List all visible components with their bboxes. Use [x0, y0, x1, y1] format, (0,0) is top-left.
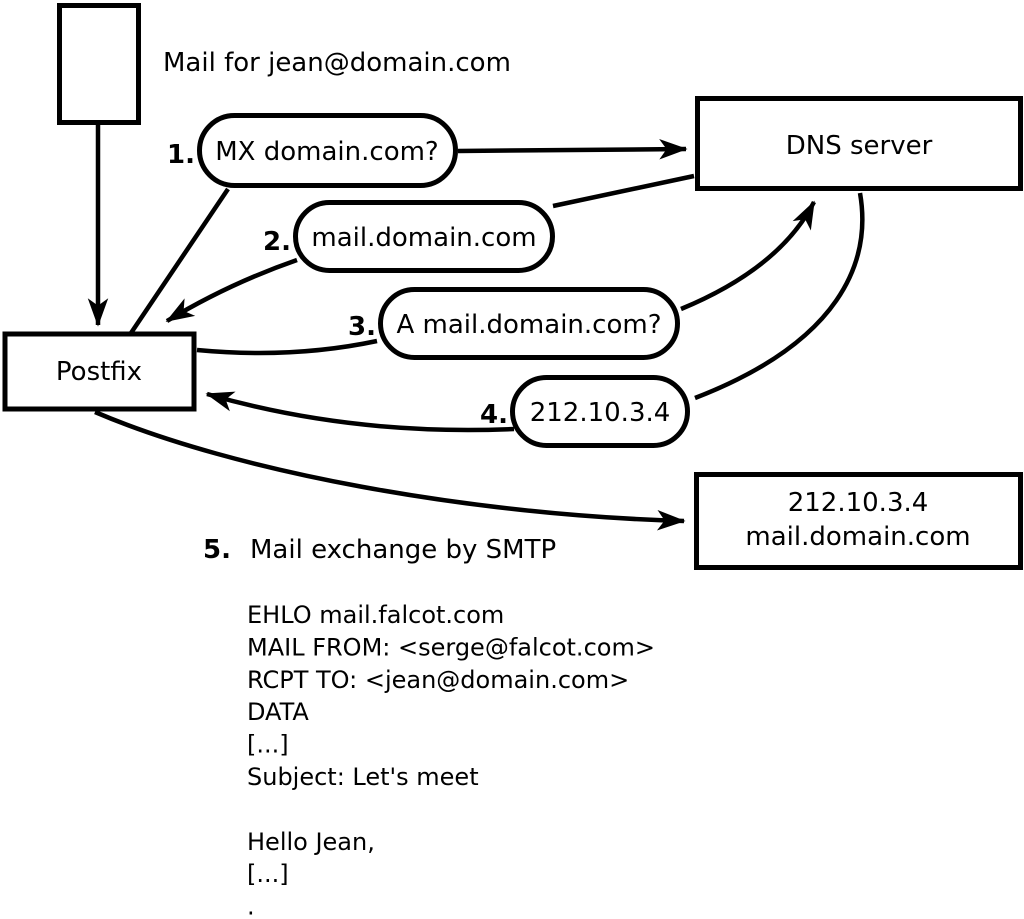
step3-number: 3. [348, 312, 376, 342]
step2-reply-mx: 2. mail.domain.com [263, 200, 555, 273]
dns-server-box [695, 96, 1023, 191]
step1-query-mx: 1. MX domain.com? [167, 113, 458, 188]
smtp-line: [...] [247, 860, 289, 888]
smtp-line: RCPT TO: <jean@domain.com> [247, 666, 629, 694]
dns-server-node: DNS server [695, 96, 1023, 191]
smtp-line: MAIL FROM: <serge@falcot.com> [247, 633, 655, 661]
smtp-session-listing: EHLO mail.falcot.com MAIL FROM: <serge@f… [247, 601, 655, 919]
line-postfix-to-query1 [129, 187, 230, 335]
line-dns-to-reply4 [694, 192, 865, 401]
step5-smtp-exchange: 5. Mail exchange by SMTP [203, 535, 556, 565]
mail-server-hostname: mail.domain.com [745, 522, 970, 552]
step5-number: 5. [203, 535, 231, 565]
smtp-line: Subject: Let's meet [247, 763, 479, 791]
step1-pill [197, 113, 458, 188]
step3-label: A mail.domain.com? [397, 310, 662, 340]
smtp-line: [...] [247, 731, 289, 759]
arrow-query3-to-dns [680, 200, 816, 312]
mail-server-node: 212.10.3.4 mail.domain.com [694, 472, 1023, 570]
mail-server-ip: 212.10.3.4 [788, 488, 929, 518]
step3-query-a: 3. A mail.domain.com? [348, 287, 680, 360]
step4-pill [510, 375, 690, 448]
line-dns-to-reply2 [552, 173, 695, 209]
line-postfix-to-query3 [196, 338, 378, 356]
smtp-line: DATA [247, 698, 309, 726]
step2-pill [293, 200, 555, 273]
mail-message-box [57, 3, 141, 125]
arrow-smtp-to-mailserver [94, 409, 686, 531]
step2-number: 2. [263, 227, 291, 257]
dns-server-label: DNS server [786, 131, 933, 161]
smtp-line: . [247, 893, 255, 919]
step1-label: MX domain.com? [215, 137, 438, 167]
smtp-line: Hello Jean, [247, 828, 375, 856]
diagram-title: Mail for jean@domain.com [163, 48, 511, 78]
connectors [87, 125, 865, 531]
step4-label: 212.10.3.4 [530, 398, 671, 428]
step2-label: mail.domain.com [311, 223, 536, 253]
arrow-reply2-to-postfix [165, 257, 298, 323]
postfix-label: Postfix [56, 357, 142, 387]
step4-number: 4. [480, 400, 508, 430]
step4-reply-a: 4. 212.10.3.4 [480, 375, 690, 448]
postfix-node: Postfix [2, 331, 197, 412]
arrow-query1-to-dns [457, 138, 688, 160]
arrow-reply4-to-postfix [205, 391, 515, 433]
mail-server-box [694, 472, 1023, 570]
step3-pill [378, 287, 680, 360]
smtp-line: EHLO mail.falcot.com [247, 601, 504, 629]
step5-label: Mail exchange by SMTP [250, 535, 556, 565]
step1-number: 1. [167, 140, 195, 170]
postfix-box [2, 331, 197, 412]
